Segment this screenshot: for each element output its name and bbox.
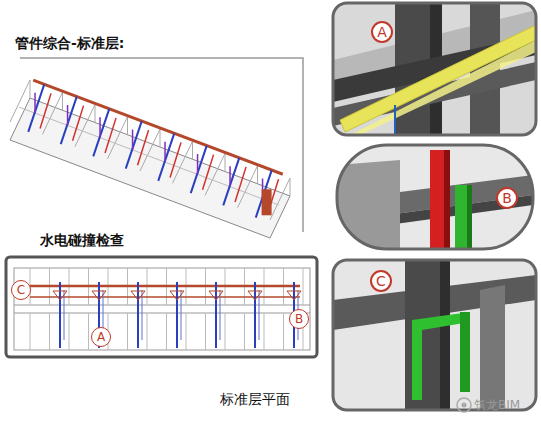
callout-letter: A bbox=[377, 24, 387, 40]
callout-circle: C bbox=[370, 270, 392, 292]
branch-pipe bbox=[59, 282, 61, 348]
panel-title: 水电碰撞检查 bbox=[40, 232, 124, 250]
fitting bbox=[248, 291, 262, 300]
callout-letter: B bbox=[502, 190, 512, 206]
wall bbox=[62, 92, 63, 110]
riser bbox=[99, 117, 101, 137]
wall bbox=[95, 105, 96, 123]
branch-pipe bbox=[215, 282, 217, 348]
riser bbox=[34, 93, 36, 113]
shaft bbox=[262, 189, 272, 215]
wall bbox=[192, 141, 193, 159]
floor-slab bbox=[10, 98, 290, 238]
branch-pipe bbox=[40, 93, 51, 128]
wall bbox=[69, 313, 70, 350]
fitting bbox=[53, 291, 67, 300]
branch-pipe bbox=[170, 142, 181, 177]
wall bbox=[127, 313, 128, 350]
wall bbox=[147, 313, 148, 350]
wall bbox=[225, 154, 226, 172]
riser bbox=[229, 166, 231, 186]
callout-circle: B bbox=[496, 187, 518, 209]
floor-plan bbox=[14, 268, 310, 350]
fitting bbox=[131, 291, 145, 300]
callout-circle: B bbox=[289, 309, 309, 329]
branch-pipe bbox=[220, 290, 221, 340]
wall bbox=[264, 313, 265, 350]
main-pipe bbox=[30, 285, 300, 288]
wall bbox=[127, 117, 128, 135]
callout-circle: C bbox=[11, 280, 31, 300]
wall bbox=[14, 305, 310, 306]
wall bbox=[290, 178, 291, 196]
fitting bbox=[92, 291, 106, 300]
wall bbox=[30, 80, 31, 98]
wall bbox=[30, 313, 31, 350]
wall bbox=[257, 166, 258, 184]
wall bbox=[283, 313, 284, 350]
building-3d bbox=[10, 80, 290, 238]
plan-frame bbox=[6, 257, 317, 357]
branch-pipe bbox=[254, 282, 256, 348]
fitting bbox=[209, 291, 223, 300]
inset-b bbox=[337, 145, 533, 249]
branch-pipe bbox=[138, 130, 149, 165]
wall bbox=[225, 313, 226, 350]
wall bbox=[14, 268, 310, 350]
inset-frame bbox=[337, 145, 533, 249]
inset-c bbox=[333, 260, 536, 410]
callout-letter: C bbox=[17, 283, 25, 297]
wall bbox=[186, 313, 187, 350]
watermark: 筑龙BIM bbox=[474, 397, 520, 414]
branch-pipe bbox=[256, 170, 272, 218]
callout-letter: A bbox=[97, 330, 105, 344]
riser bbox=[164, 142, 166, 162]
branch-pipe bbox=[203, 155, 214, 190]
watermark-icon bbox=[462, 403, 467, 408]
panel-title: 管件综合-标准层: bbox=[15, 35, 124, 53]
wall bbox=[88, 313, 89, 350]
wall bbox=[160, 129, 161, 147]
branch-pipe bbox=[235, 167, 246, 202]
callout-letter: C bbox=[376, 273, 386, 289]
wall bbox=[14, 313, 310, 314]
riser bbox=[132, 130, 134, 150]
wall bbox=[10, 80, 30, 122]
inset-a bbox=[333, 3, 536, 135]
branch-pipe bbox=[64, 290, 65, 340]
wall bbox=[303, 268, 304, 305]
callout-circle: A bbox=[91, 327, 111, 347]
branch-pipe bbox=[259, 290, 260, 340]
branch-pipe bbox=[73, 106, 84, 141]
riser bbox=[197, 154, 199, 174]
wall bbox=[205, 313, 206, 350]
branch-pipe bbox=[142, 290, 143, 340]
corridor-wall bbox=[19, 107, 279, 205]
fitting bbox=[170, 291, 184, 300]
branch-pipe bbox=[105, 118, 116, 153]
callout-circle: A bbox=[371, 21, 393, 43]
wall bbox=[49, 313, 50, 350]
inset-frame bbox=[333, 3, 536, 135]
wall bbox=[166, 313, 167, 350]
watermark-icon bbox=[457, 398, 471, 412]
main-pipe bbox=[33, 80, 283, 174]
branch-pipe bbox=[137, 282, 139, 348]
branch-pipe bbox=[176, 282, 178, 348]
callout-letter: B bbox=[295, 312, 303, 326]
riser bbox=[67, 105, 69, 125]
caption-text: 标准层平面 bbox=[220, 391, 290, 409]
fitting bbox=[287, 291, 301, 300]
inset-frame bbox=[333, 260, 536, 410]
wall bbox=[244, 313, 245, 350]
branch-pipe bbox=[181, 290, 182, 340]
